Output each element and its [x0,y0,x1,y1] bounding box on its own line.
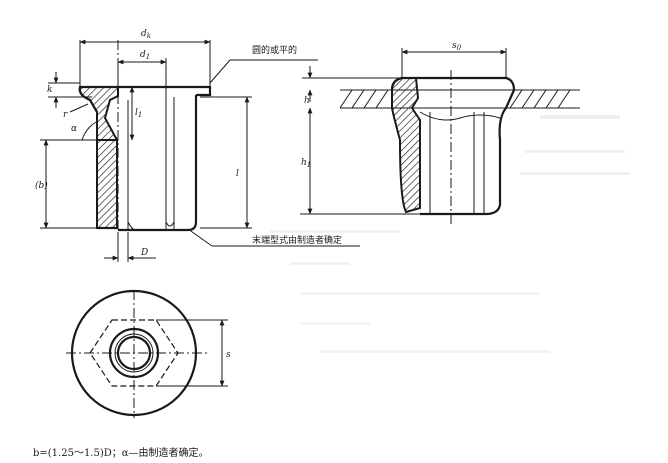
svg-text:l1: l1 [135,108,142,119]
note-end-type: 末端型式由制造者确定 [252,234,342,246]
dim-s0-sub: 0 [457,44,462,52]
head-section-hatch [78,86,119,141]
dim-h: h [304,96,310,106]
installed-rivet-nut-view: s0 h h1 [300,41,580,225]
dim-alpha: α [71,124,77,134]
dim-r: r [63,110,68,120]
dim-h1-sub: 1 [307,161,311,169]
bleed-through-text [270,115,630,353]
svg-text:dk: dk [141,29,151,40]
dim-s0: s [452,41,457,51]
dim-l1-sub: 1 [138,111,142,119]
dim-d1: d [140,50,146,60]
dim-b: (b) [35,180,48,191]
body-section-hatch [96,139,118,229]
dim-l1: l [135,108,138,118]
dim-D: D [140,248,148,258]
dim-l: l [236,169,239,179]
plan-view: s [66,289,231,418]
dim-dk: d [141,29,147,39]
body-right-outline [118,95,198,232]
dim-h1: h [301,158,307,168]
formula-note: b=(1.25～1.5)D；α—由制造者确定。 [33,448,209,459]
dim-d1-sub: 1 [146,53,150,61]
rivet-nut-section-view: dk d1 k r l1 α (b) l [35,29,360,262]
svg-text:d1: d1 [140,50,150,61]
dim-s: s [226,350,231,360]
svg-text:h1: h1 [301,158,311,169]
dim-k: k [47,85,52,95]
svg-text:s0: s0 [452,41,462,52]
dim-dk-sub: k [147,32,151,40]
note-round-or-flat: 圆的或平的 [252,44,297,56]
